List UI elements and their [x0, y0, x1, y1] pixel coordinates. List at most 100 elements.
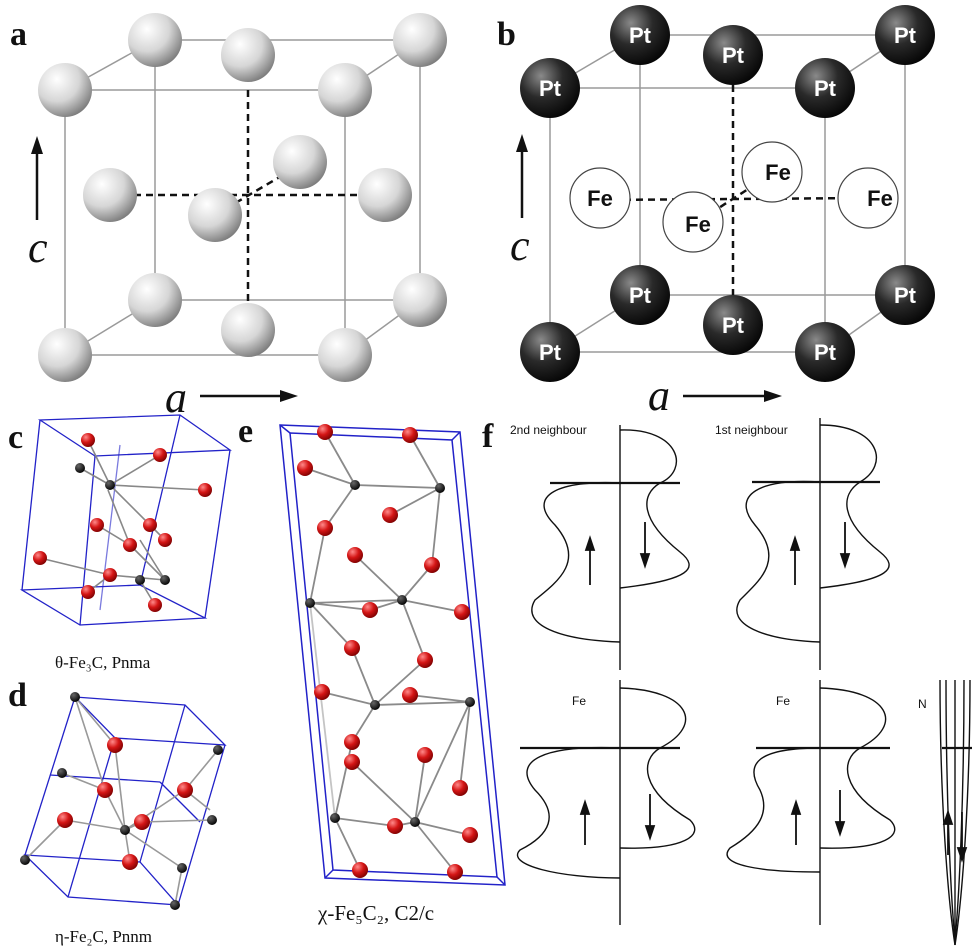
label-2nd-neighbour: 2nd neighbour: [510, 423, 587, 437]
fe-atom: [452, 780, 468, 796]
fe-atom: [382, 507, 398, 523]
fe-atom: [81, 585, 95, 599]
carbon-atom: [57, 768, 67, 778]
atom-sphere: [318, 63, 372, 117]
pt-label: Pt: [814, 76, 837, 101]
pt-label: Pt: [814, 340, 837, 365]
carbon-atom: [75, 463, 85, 473]
carbon-atom: [20, 855, 30, 865]
pt-label: Pt: [629, 23, 652, 48]
pt-atom: [610, 5, 670, 65]
carbon-atom: [105, 480, 115, 490]
axis-label-a: a: [648, 371, 670, 420]
panel-d-caption: η-Fe₂C, Pnnm: [55, 927, 152, 946]
panel-d-unit-cell: [23, 696, 227, 906]
panel-e-caption: χ-Fe₅C₂, C2/c: [317, 901, 434, 925]
fe-atom: [454, 604, 470, 620]
fe-atom: [447, 864, 463, 880]
pt-atom: [610, 265, 670, 325]
atom-sphere: [273, 135, 327, 189]
fe-atom: [177, 782, 193, 798]
carbon-atom: [350, 480, 360, 490]
atom-sphere: [128, 13, 182, 67]
panel-label-a: a: [10, 16, 27, 53]
fe-atom: [107, 737, 123, 753]
panel-a-atoms: [38, 13, 447, 382]
panel-e-atoms: [297, 424, 478, 880]
fe-label: Fe: [685, 212, 711, 237]
axis-label-c: c: [28, 223, 48, 272]
panel-label-c: c: [8, 419, 23, 456]
carbon-atom: [213, 745, 223, 755]
pt-atom: [875, 5, 935, 65]
fe-atom: [297, 460, 313, 476]
carbon-atom: [330, 813, 340, 823]
panel-f-dos-curves: [516, 418, 972, 946]
atom-sphere: [83, 168, 137, 222]
fe-atom: [90, 518, 104, 532]
label-1st-neighbour: 1st neighbour: [715, 423, 788, 437]
fe-atom: [424, 557, 440, 573]
atom-sphere: [38, 328, 92, 382]
atom-sphere: [393, 13, 447, 67]
fe-atom: [148, 598, 162, 612]
fe-atom: [344, 734, 360, 750]
atom-sphere: [318, 328, 372, 382]
fe-atom: [662, 191, 724, 253]
fe-atom: [158, 533, 172, 547]
panel-a-a-arrow: [200, 390, 298, 402]
fe-atom: [123, 538, 137, 552]
fe-atom: [97, 782, 113, 798]
panel-f: f 2nd neighbour 1st neighbour Fe Fe N: [482, 418, 972, 946]
label-fe-left: Fe: [572, 694, 586, 708]
carbon-atom: [465, 697, 475, 707]
fe-atom: [417, 652, 433, 668]
carbon-atom: [370, 700, 380, 710]
carbon-atom: [135, 575, 145, 585]
fe-atom: [347, 547, 363, 563]
panel-d-atoms: [20, 692, 223, 910]
carbon-atom: [305, 598, 315, 608]
panel-a: a: [10, 13, 447, 422]
pt-atom: [520, 322, 580, 382]
atom-sphere: [393, 273, 447, 327]
fe-atom: [402, 427, 418, 443]
fe-atom: [837, 167, 899, 229]
panel-c: c: [8, 414, 232, 672]
fe-atom: [134, 814, 150, 830]
fe-atom: [143, 518, 157, 532]
panel-c-unit-cell: [19, 414, 232, 626]
carbon-atom: [160, 575, 170, 585]
pt-atom: [703, 295, 763, 355]
pt-label: Pt: [539, 76, 562, 101]
carbon-atom: [70, 692, 80, 702]
pt-label: Pt: [629, 283, 652, 308]
panel-d: d: [8, 677, 227, 946]
fe-atom: [153, 448, 167, 462]
carbon-atom: [177, 863, 187, 873]
panel-c-bonds: [39, 439, 206, 606]
panel-b-pt-atoms: Pt Pt Pt Pt Pt Pt Pt Pt Pt Pt: [520, 5, 935, 382]
panel-b: b Fe Fe Fe Fe Pt: [497, 5, 935, 420]
pt-atom: [795, 322, 855, 382]
fe-atom: [352, 862, 368, 878]
panel-label-f: f: [482, 418, 494, 455]
fe-atom: [103, 568, 117, 582]
fe-label: Fe: [587, 186, 613, 211]
panel-c-atoms: [33, 433, 212, 612]
pt-atom: [875, 265, 935, 325]
fe-label: Fe: [765, 160, 791, 185]
pt-label: Pt: [894, 23, 917, 48]
panel-f-spin-arrows: [579, 522, 968, 863]
panel-label-e: e: [238, 413, 253, 450]
pt-atom: [520, 58, 580, 118]
panel-e-unit-cell: [279, 424, 506, 886]
panel-e: e: [238, 413, 506, 925]
fe-atom: [362, 602, 378, 618]
fe-atom: [741, 141, 803, 203]
panel-d-bonds: [24, 696, 219, 906]
panel-c-caption: θ-Fe₃C, Pnma: [55, 653, 151, 672]
atom-sphere: [221, 28, 275, 82]
axis-label-c: c: [510, 221, 530, 270]
